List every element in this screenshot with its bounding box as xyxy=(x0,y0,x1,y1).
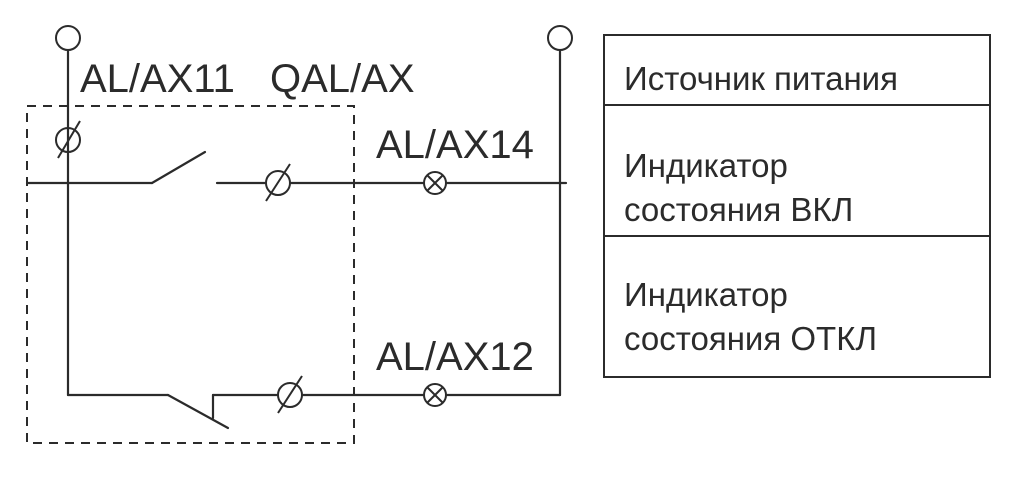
terminal-common-slash xyxy=(57,120,81,159)
legend-on-line2: состояния ВКЛ xyxy=(624,191,853,228)
legend-table xyxy=(603,34,991,378)
terminal-off-slash xyxy=(277,375,303,414)
module-boundary xyxy=(26,105,355,444)
legend-off-line2: состояния ОТКЛ xyxy=(624,320,877,357)
indicator-on-cross-b xyxy=(426,174,444,192)
label-contact-on: AL/AX14 xyxy=(376,123,534,167)
terminal-right xyxy=(547,25,573,51)
indicator-off-cross-b xyxy=(426,386,444,404)
label-contact-off: AL/AX12 xyxy=(376,335,534,379)
label-module: QAL/AX xyxy=(270,57,415,101)
legend-on-line1: Индикатор xyxy=(624,147,788,184)
contact-no-blade xyxy=(150,150,207,185)
contact-nc-blade xyxy=(166,393,230,430)
terminal-on-slash xyxy=(265,163,291,202)
legend-off-line1: Индикатор xyxy=(624,276,788,313)
terminal-common xyxy=(55,127,81,153)
terminal-left xyxy=(55,25,81,51)
legend-power-source: Источник питания xyxy=(624,60,898,97)
label-contact-common: AL/AX11 xyxy=(80,57,235,101)
